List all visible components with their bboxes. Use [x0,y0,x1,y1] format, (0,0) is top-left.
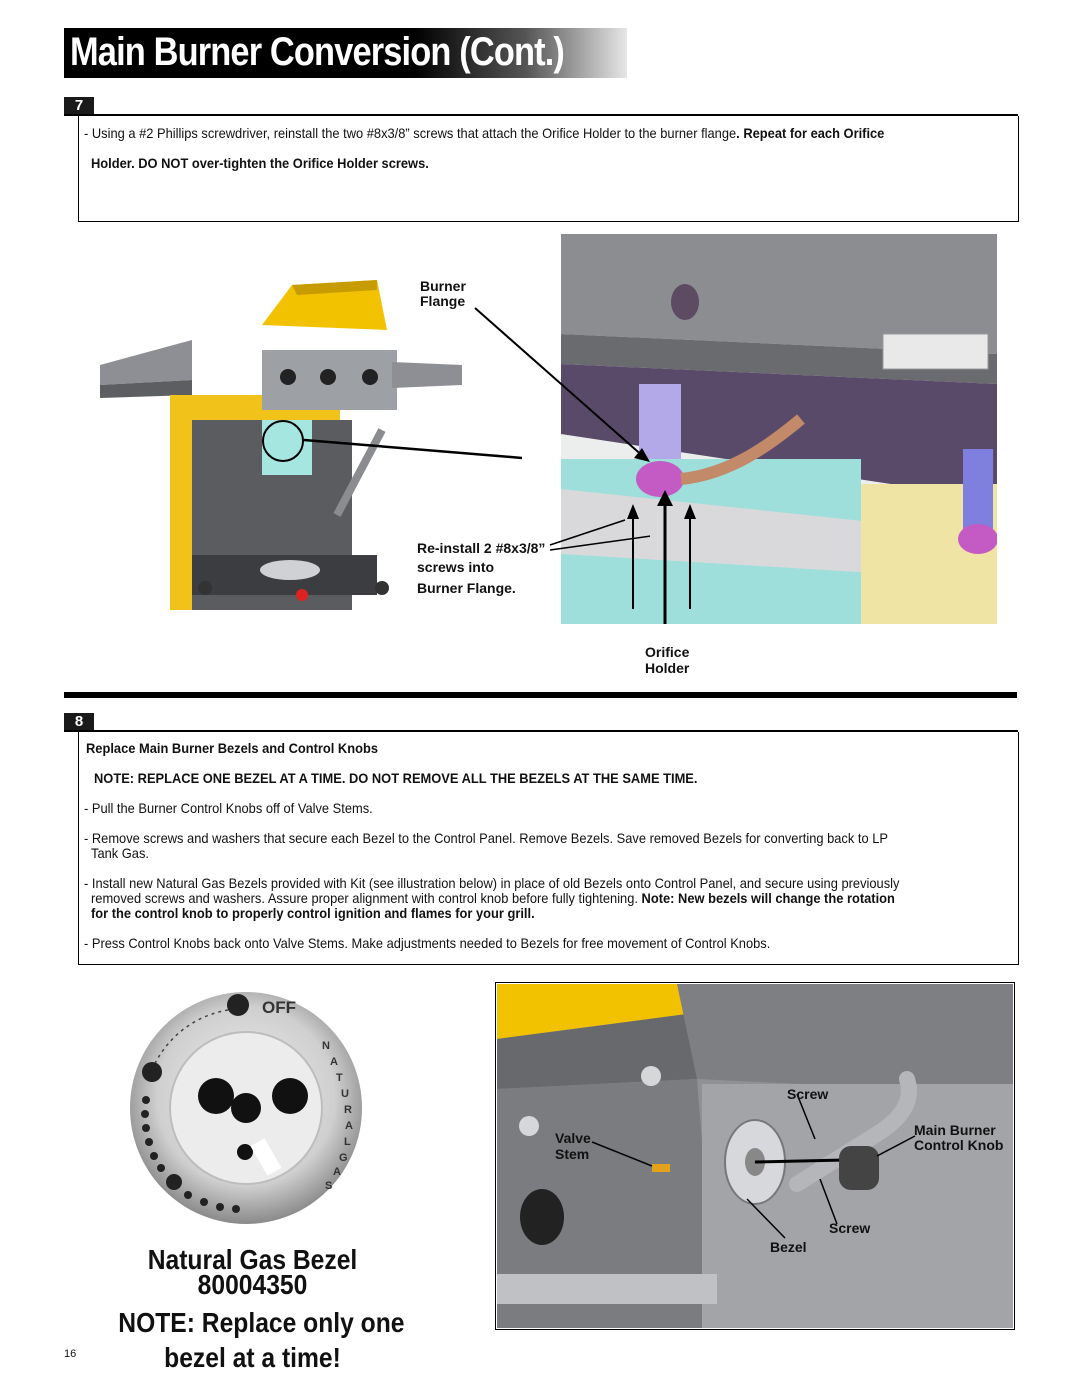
caption-line-3: NOTE: Replace only one [118,1307,405,1338]
control-knob-illustration [497,984,1013,1328]
step-8-bullet-4: - Press Control Knobs back onto Valve St… [84,935,771,951]
callout-reinstall-2: screws into [417,559,495,575]
bezel-ring-letter-5: R [344,1104,352,1116]
callout-reinstall-3: Burner Flange. [417,580,516,596]
callout-bezel: Bezel [770,1239,807,1255]
bezel-off-label: OFF [262,998,296,1017]
bezel-ring-letter-3: T [336,1072,343,1084]
step-7-number: 7 [64,97,94,115]
callout-knob-2: Control Knob [914,1137,1004,1153]
bezel-ring-letter-9: A [333,1166,341,1178]
page-number: 16 [64,1348,77,1360]
bezel-ring-letter-10: S [325,1180,333,1192]
callout-valve: Valve [555,1130,591,1146]
caption-line-2: 80004350 [197,1269,308,1300]
step-8-rule [64,730,1018,732]
callout-stem: Stem [555,1146,590,1162]
step-7-line-1: - Using a #2 Phillips screwdriver, reins… [84,125,884,141]
callout-flange: Flange [420,293,466,309]
callout-burner: Burner [420,278,466,294]
step-8-heading: Replace Main Burner Bezels and Control K… [86,740,378,756]
step-8-bullet-2b: Tank Gas. [91,845,149,861]
orifice-holder-closeup [561,234,997,624]
step-7-line-2: Holder. DO NOT over-tighten the Orifice … [91,155,429,171]
callout-orifice: Orifice [645,644,690,660]
step-8-note: NOTE: REPLACE ONE BEZEL AT A TIME. DO NO… [94,770,698,786]
callout-knob-1: Main Burner [914,1122,996,1138]
bezel-ring-letter-7: L [344,1136,351,1148]
bezel-ring-letter-1: N [322,1040,330,1052]
step-7-line-1-bold: . Repeat for each Orifice [736,125,885,141]
callout-screw-bottom: Screw [829,1220,871,1236]
callout-reinstall-1: Re-install 2 #8x3/8” [417,540,546,556]
natural-gas-bezel-illustration [130,992,362,1224]
step-8-number: 8 [64,713,94,731]
callout-lines-step-7 [474,307,650,551]
callout-holder: Holder [645,660,690,676]
caption-line-1: Natural Gas Bezel [147,1244,358,1275]
step-8-bullet-3c: for the control knob to properly control… [91,905,535,921]
bezel-ring-letter-6: A [345,1120,353,1132]
step-8-bullet-3b-bold: Note: New bezels will change the rotatio… [641,890,895,906]
bezel-ring-letter-8: G [339,1152,348,1164]
step-8-bullet-3a: - Install new Natural Gas Bezels provide… [84,875,900,891]
bezel-ring-letter-2: A [330,1056,338,1068]
step-8-bullet-1: - Pull the Burner Control Knobs off of V… [84,800,373,816]
page-title: Main Burner Conversion (Cont.) [70,30,565,74]
section-divider [64,692,1017,698]
step-8-bullet-2a: - Remove screws and washers that secure … [84,830,888,846]
title-bar [64,28,627,78]
caption-line-4: bezel at a time! [164,1342,341,1373]
knob-illustration-frame [495,982,1015,1330]
step-7-box [78,116,1019,222]
callout-screw-top: Screw [787,1086,829,1102]
step-8-bullet-3b-plain: removed screws and washers. Assure prope… [91,890,642,906]
step-7-rule [64,114,1018,116]
step-7-line-1-plain: - Using a #2 Phillips screwdriver, reins… [84,125,737,141]
grill-overview-illustration [100,280,522,610]
step-8-bullet-3b: removed screws and washers. Assure prope… [91,890,895,906]
step-8-box [78,732,1019,965]
bezel-ring-letter-4: U [341,1088,349,1100]
